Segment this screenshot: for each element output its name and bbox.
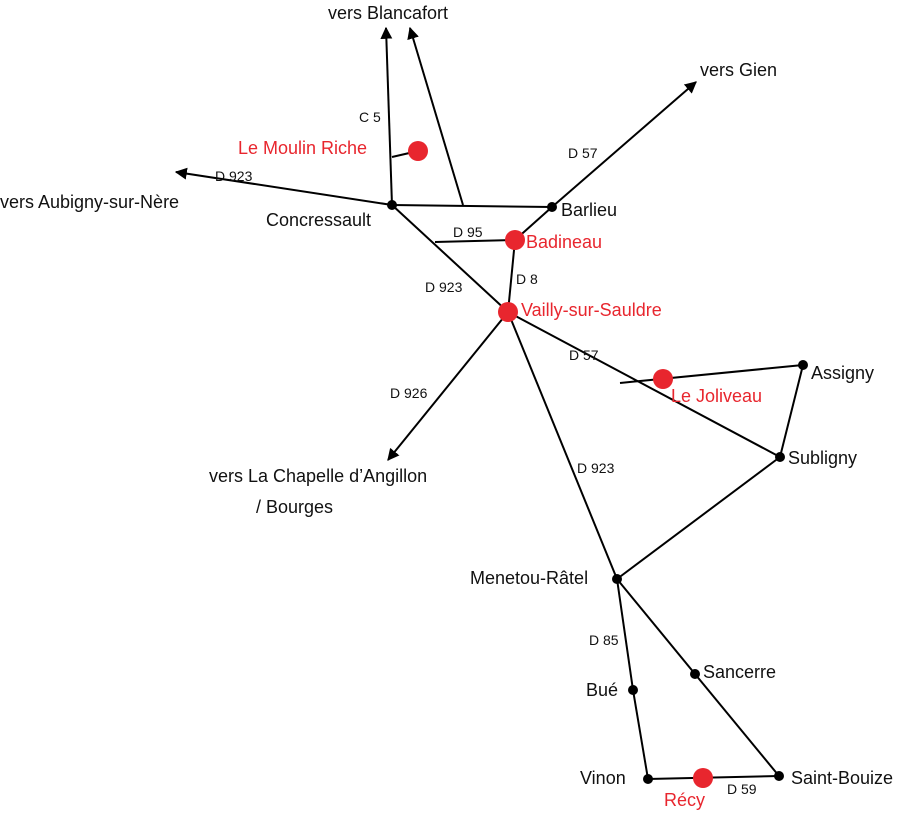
road-label-d59: D 59 xyxy=(727,781,757,797)
town-dot-subligny xyxy=(775,452,785,462)
road-d85-menetou-bue xyxy=(616,578,634,691)
label-barlieu: Barlieu xyxy=(561,200,618,220)
label-vinon: Vinon xyxy=(580,768,626,788)
road-label-d8: D 8 xyxy=(516,271,538,287)
town-dot-concressault xyxy=(387,200,397,210)
road-bue-vinon xyxy=(632,689,649,780)
road-d59-vinon-saint-bouize xyxy=(647,775,780,780)
town-dot-vinon xyxy=(643,774,653,784)
label-vers-bourges: / Bourges xyxy=(256,497,334,517)
road-sancerre-saint-bouize xyxy=(694,673,780,777)
town-dot-saint-bouize xyxy=(774,771,784,781)
label-concressault: Concressault xyxy=(266,210,372,230)
label-menetou: Menetou-Râtel xyxy=(470,568,589,588)
road-label-d923-south: D 923 xyxy=(577,460,615,476)
road-d926-to-chapelle xyxy=(387,311,509,461)
road-to-blancafort-2 xyxy=(407,26,464,206)
label-vers-blancafort: vers Blancafort xyxy=(328,3,449,23)
road-menetou-sancerre xyxy=(616,578,696,675)
road-label-d923-west: D 923 xyxy=(215,168,253,184)
highlight-dot-badineau xyxy=(505,230,525,250)
label-sancerre: Sancerre xyxy=(703,662,777,682)
label-joliveau: Le Joliveau xyxy=(671,386,763,406)
highlight-dot-moulin-riche xyxy=(408,141,428,161)
label-subligny: Subligny xyxy=(788,448,858,468)
road-d57-vailly-subligny xyxy=(507,311,781,458)
road-joliveau-assigny xyxy=(619,364,804,384)
town-dot-assigny xyxy=(798,360,808,370)
highlight-dot-joliveau xyxy=(653,369,673,389)
highlight-dot-recy xyxy=(693,768,713,788)
road-label-d57-north: D 57 xyxy=(568,145,598,161)
road-label-d85: D 85 xyxy=(589,632,619,648)
road-label-d923-mid: D 923 xyxy=(425,279,463,295)
road-d923-to-aubigny xyxy=(174,167,393,206)
label-bue: Bué xyxy=(586,680,619,700)
road-label-d926: D 926 xyxy=(390,385,428,401)
label-vailly: Vailly-sur-Sauldre xyxy=(521,300,662,320)
town-dot-sancerre xyxy=(690,669,700,679)
label-moulin-riche: Le Moulin Riche xyxy=(238,138,368,158)
road-c5-to-blancafort xyxy=(380,26,393,206)
town-dot-bue xyxy=(628,685,638,695)
road-subligny-menetou xyxy=(616,456,781,580)
road-concressault-barlieu xyxy=(391,204,553,208)
highlight-dot-vailly xyxy=(498,302,518,322)
label-saint-bouize: Saint-Bouize xyxy=(791,768,894,788)
road-d57-to-gien xyxy=(551,81,697,208)
road-d8 xyxy=(507,239,516,313)
road-d95 xyxy=(434,239,516,243)
label-recy: Récy xyxy=(664,790,706,810)
label-assigny: Assigny xyxy=(811,363,875,383)
road-label-d95: D 95 xyxy=(453,224,483,240)
road-d923-concressault-vailly xyxy=(391,204,509,313)
road-d923-vailly-menetou xyxy=(507,311,618,580)
label-vers-gien: vers Gien xyxy=(700,60,778,80)
town-dot-menetou xyxy=(612,574,622,584)
label-vers-chapelle: vers La Chapelle d’Angillon xyxy=(209,466,428,486)
road-label-c5: C 5 xyxy=(359,109,381,125)
road-assigny-subligny xyxy=(779,364,804,458)
town-dot-barlieu xyxy=(547,202,557,212)
label-vers-aubigny: vers Aubigny-sur-Nère xyxy=(0,192,180,212)
road-label-d57-east: D 57 xyxy=(569,347,599,363)
label-badineau: Badineau xyxy=(526,232,603,252)
